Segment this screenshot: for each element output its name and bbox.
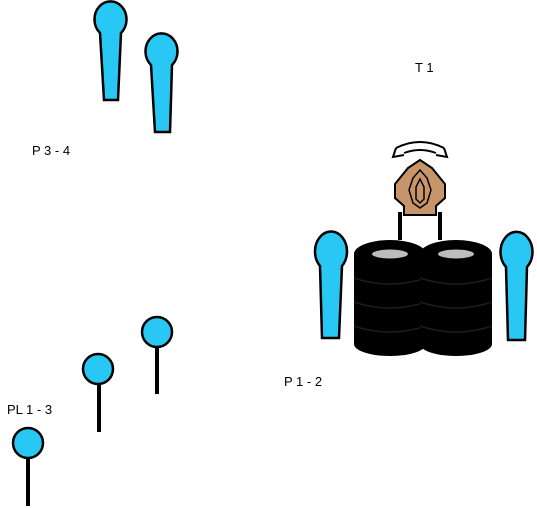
post-label-p3-4: P 3 - 4: [32, 143, 71, 158]
pin-marker-icon: [11, 426, 45, 506]
paddle-post-icon: [313, 230, 349, 340]
pin-marker-icon: [140, 315, 174, 394]
paddle-post-icon: [93, 0, 128, 102]
post-label-p1-2: P 1 - 2: [284, 374, 323, 389]
steel-silhouette-target-icon: [394, 158, 446, 216]
pin-label-pl1-3: PL 1 - 3: [7, 402, 53, 417]
tire-stack-icon: [353, 240, 493, 356]
swing-rotation-icon: [391, 141, 449, 159]
pin-marker-icon: [81, 352, 115, 432]
target-label-t1: T 1: [415, 60, 434, 75]
paddle-post-icon: [499, 230, 534, 342]
paddle-post-icon: [144, 32, 179, 134]
